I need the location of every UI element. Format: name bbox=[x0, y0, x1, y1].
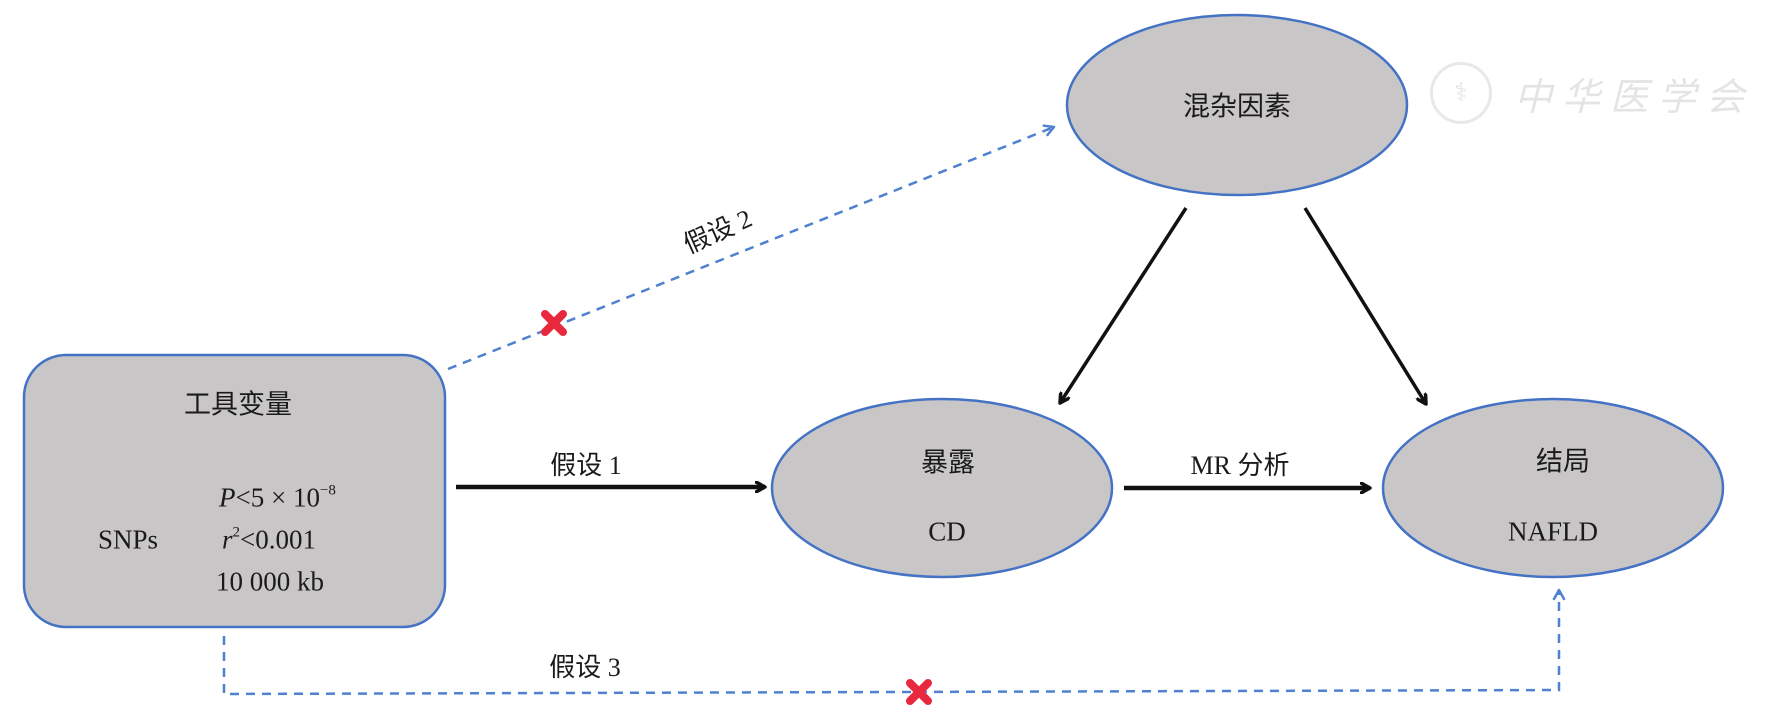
p-symbol: P bbox=[219, 482, 236, 513]
clumping-distance: 10 000 kb bbox=[216, 566, 324, 597]
assumption3-arrow bbox=[222, 588, 1566, 696]
assumption2-violation-x-icon bbox=[541, 310, 567, 336]
watermark-text: 中华医学会 bbox=[1514, 76, 1755, 119]
outcome-title: 结局 bbox=[1536, 446, 1590, 477]
r-symbol: r bbox=[222, 524, 233, 555]
snps-label: SNPs bbox=[97, 524, 159, 555]
outcome-subtitle: NAFLD bbox=[1507, 516, 1599, 547]
watermark: ⚕ 中华医学会 bbox=[1430, 62, 1754, 124]
exposure-title: 暴露 bbox=[921, 447, 975, 478]
mr-analysis-label: MR 分析 bbox=[1190, 451, 1290, 480]
p-threshold: P<5 × 10−8 bbox=[219, 482, 336, 513]
assumption1-label: 假设 1 bbox=[550, 451, 622, 480]
exposure-node bbox=[770, 397, 1114, 579]
r2-threshold: r2<0.001 bbox=[222, 524, 316, 555]
confounder-title: 混杂因素 bbox=[1183, 91, 1291, 122]
r2-value: <0.001 bbox=[240, 524, 316, 555]
assumption3-label: 假设 3 bbox=[549, 653, 621, 682]
r-exponent: 2 bbox=[232, 524, 241, 541]
p-exponent: −8 bbox=[319, 482, 336, 499]
instrument-title: 工具变量 bbox=[184, 389, 292, 420]
assumption2-arrow bbox=[447, 124, 1056, 371]
assumption3-violation-x-icon bbox=[906, 679, 932, 705]
p-value: <5 × 10 bbox=[235, 482, 320, 513]
confounder-to-exposure-arrow bbox=[1060, 207, 1188, 403]
confounder-node bbox=[1065, 13, 1409, 197]
instrument-node bbox=[22, 353, 447, 629]
society-seal-icon: ⚕ bbox=[1430, 62, 1492, 124]
exposure-subtitle: CD bbox=[928, 516, 966, 547]
outcome-node bbox=[1381, 397, 1725, 579]
confounder-to-outcome-arrow bbox=[1303, 207, 1426, 404]
